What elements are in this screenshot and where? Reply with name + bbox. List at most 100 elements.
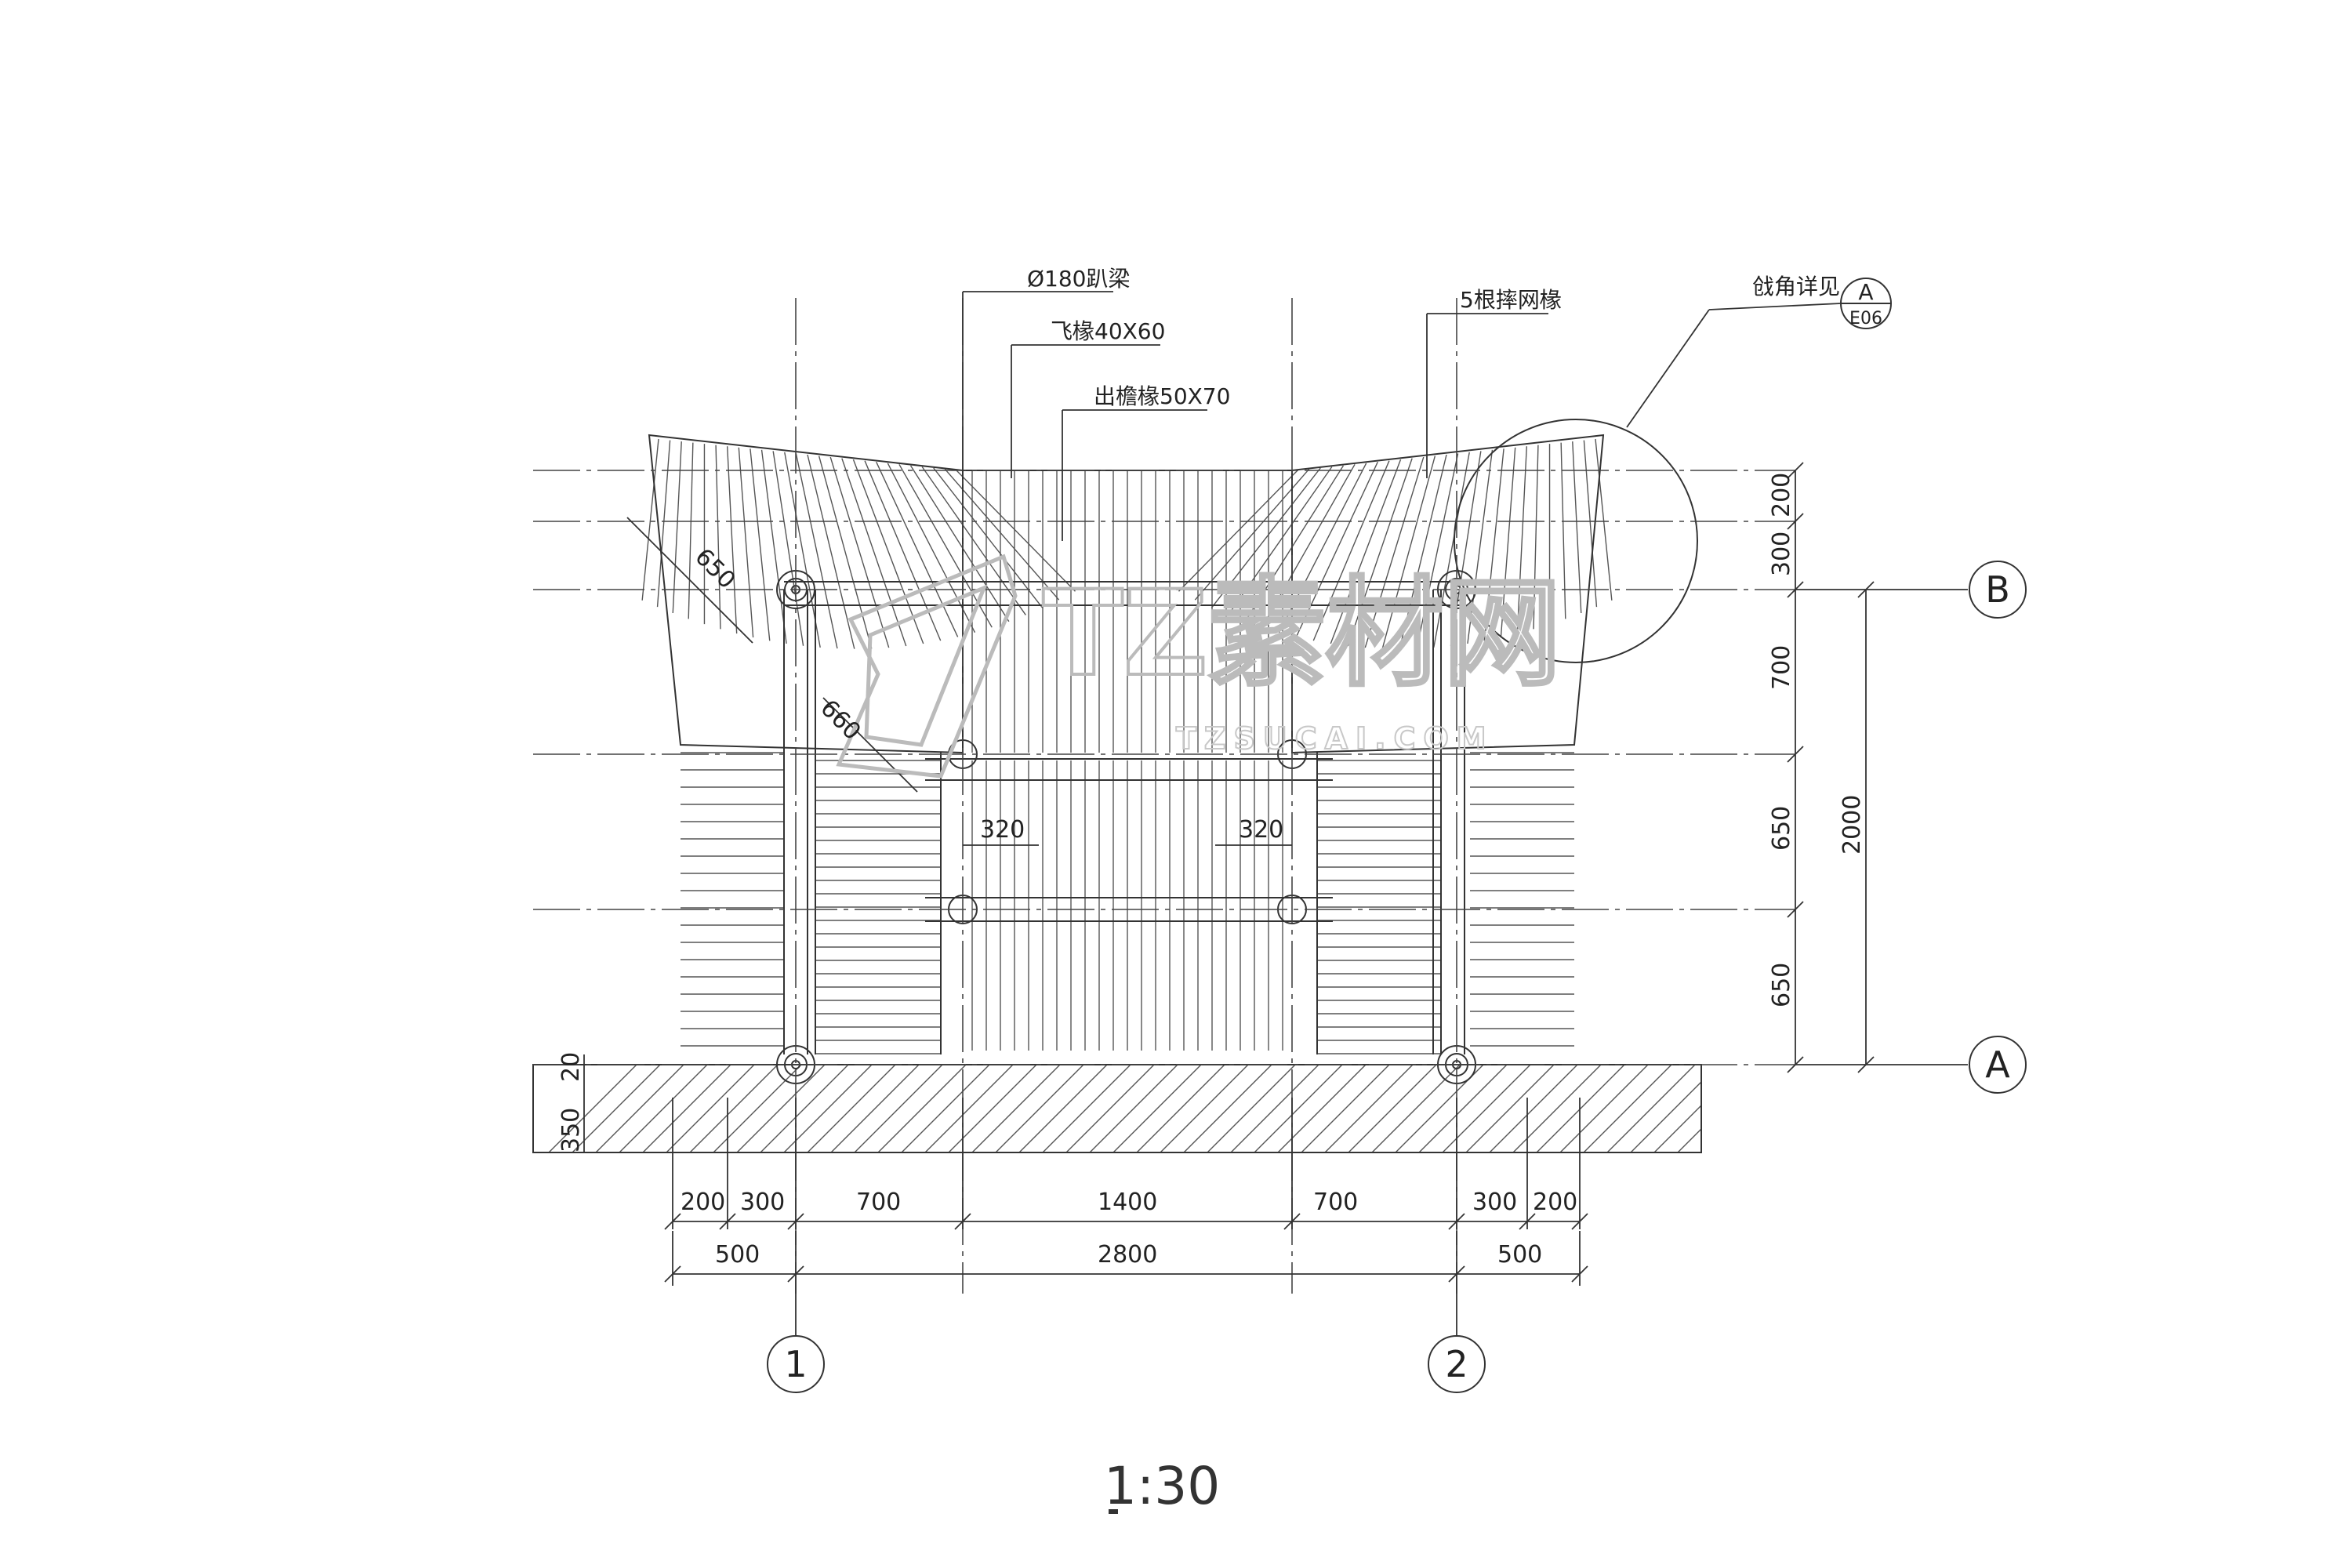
left-dim-20: 20	[557, 1052, 585, 1082]
slab-hatch-line	[948, 1064, 1037, 1153]
rafter-line-right	[1483, 448, 1504, 641]
rafter-line-right	[1467, 449, 1494, 644]
slab-hatch-line	[1559, 1064, 1649, 1153]
rafter-line-left	[933, 467, 1044, 608]
angled-dim-lower: 660	[815, 695, 866, 746]
slab-hatch-line	[1018, 1064, 1108, 1153]
rafter-line-left	[864, 460, 942, 641]
rafter-line-right	[1500, 447, 1516, 638]
slab-hatch-line	[877, 1064, 967, 1153]
rafter-line-left	[672, 441, 682, 614]
rafter-line-left	[898, 463, 993, 628]
rafter-line-right	[1278, 463, 1367, 633]
right-dim-650b: 650	[1768, 963, 1795, 1007]
watermark-logo-icon	[836, 554, 1018, 779]
slab-hatch-line	[1042, 1064, 1131, 1153]
bottom-dim-tick-2	[664, 1265, 681, 1283]
rafter-line-left	[944, 469, 1060, 601]
slab-hatch-line	[1277, 1064, 1367, 1153]
rafter-line-right	[1381, 456, 1436, 649]
rafter-line-left	[688, 442, 694, 619]
watermark: TZ素材网 TZSUCAI.COM	[836, 554, 1563, 779]
dimension-lines	[583, 291, 1968, 1336]
rafter-line-right	[1261, 463, 1356, 628]
scale-underline	[1109, 1509, 1118, 1514]
label-eave-rafter: 出檐椽50X70	[1094, 383, 1230, 409]
rafter-line-left	[641, 438, 659, 601]
bottom-dim-tick	[1448, 1213, 1465, 1230]
slab-hatch-line	[666, 1064, 755, 1153]
bottom-dim-tick	[1519, 1213, 1536, 1230]
angled-dim-line-upper	[626, 517, 753, 644]
rafter-line-left	[772, 451, 804, 646]
slab-hatch-line	[807, 1064, 896, 1153]
slab-hatch-line	[1230, 1064, 1319, 1153]
rafter-line-left	[656, 440, 671, 608]
slab-hatch-line	[1160, 1064, 1249, 1153]
slab-hatch-line	[1112, 1064, 1202, 1153]
angled-dim-line-lower	[822, 697, 918, 793]
rafter-line-left	[841, 458, 907, 647]
rafter-line-right	[1533, 445, 1539, 630]
label-ridge-beam: Ø180趴梁	[1027, 266, 1130, 292]
rafter-line-right	[1347, 458, 1413, 647]
slab-hatch-line	[1465, 1064, 1555, 1153]
slab-hatch-line	[1536, 1064, 1625, 1153]
label-corner-detail: 戗角详见	[1752, 274, 1840, 299]
slab-hatch-line	[619, 1064, 708, 1153]
bottom-dim-500-left: 500	[715, 1241, 760, 1269]
slab-hatch-line	[1630, 1081, 1702, 1153]
structure-lines	[532, 419, 1702, 1153]
roof-hatching	[548, 438, 1702, 1153]
rafter-line-right	[1595, 438, 1613, 601]
rafter-line-right	[1210, 467, 1321, 608]
right-dim-tick	[1787, 462, 1804, 479]
slab-hatch-line	[642, 1064, 731, 1153]
slab-hatch-line	[760, 1064, 849, 1153]
rafter-line-left	[715, 445, 721, 630]
corner-detail-circle	[1454, 419, 1698, 663]
right-dim-650a: 650	[1768, 806, 1795, 851]
slab-hatch-line	[1254, 1064, 1343, 1153]
left-dim-350: 350	[557, 1108, 585, 1152]
right-dim-200: 200	[1768, 473, 1795, 517]
slab-hatch-line	[736, 1064, 826, 1153]
slab-hatch-line	[1418, 1064, 1508, 1153]
rafter-line-right	[1364, 456, 1425, 648]
slab-hatch-line	[1324, 1064, 1414, 1153]
bottom-dim-300-right: 300	[1472, 1189, 1517, 1216]
slab-hatch-line	[1089, 1064, 1178, 1153]
slab-hatch-line	[830, 1064, 920, 1153]
rafter-line-left	[807, 454, 855, 649]
rafter-line-right	[1312, 460, 1390, 641]
slab-hatch-line	[548, 1064, 637, 1153]
axis-1-label: 1	[784, 1343, 807, 1385]
rafter-line-left	[750, 448, 771, 641]
bottom-dim-tick	[719, 1213, 736, 1230]
rafter-line-left	[909, 465, 1010, 622]
bottom-dim-700-right: 700	[1313, 1189, 1358, 1216]
slab-hatch-line	[1065, 1064, 1155, 1153]
bottom-dim-tick-2	[787, 1265, 804, 1283]
bottom-dim-200-right: 200	[1533, 1189, 1577, 1216]
axis-a-label: A	[1985, 1044, 2010, 1086]
bottom-dim-200-left: 200	[681, 1189, 725, 1216]
axis-bubble-a: A	[1969, 1036, 2027, 1094]
slab-hatch-line	[689, 1064, 779, 1153]
watermark-sub: TZSUCAI.COM	[1176, 721, 1494, 756]
right-dim-tick	[1787, 513, 1804, 530]
rafter-line-right	[1330, 459, 1402, 644]
rafter-line-right	[1433, 452, 1470, 648]
axis-b-label: B	[1985, 568, 2010, 611]
slab-hatch-line	[1136, 1064, 1225, 1153]
slab-hatch-line	[1653, 1105, 1702, 1153]
slab-hatch-line	[783, 1064, 873, 1153]
bottom-dim-300-left: 300	[740, 1189, 785, 1216]
bottom-dim-tick	[1283, 1213, 1301, 1230]
rafter-line-left	[921, 466, 1026, 615]
bottom-dim-2800: 2800	[1098, 1241, 1157, 1269]
rafter-line-left	[876, 461, 959, 637]
watermark-main: TZ素材网	[1043, 566, 1561, 702]
slab-hatch-line	[1583, 1064, 1672, 1153]
